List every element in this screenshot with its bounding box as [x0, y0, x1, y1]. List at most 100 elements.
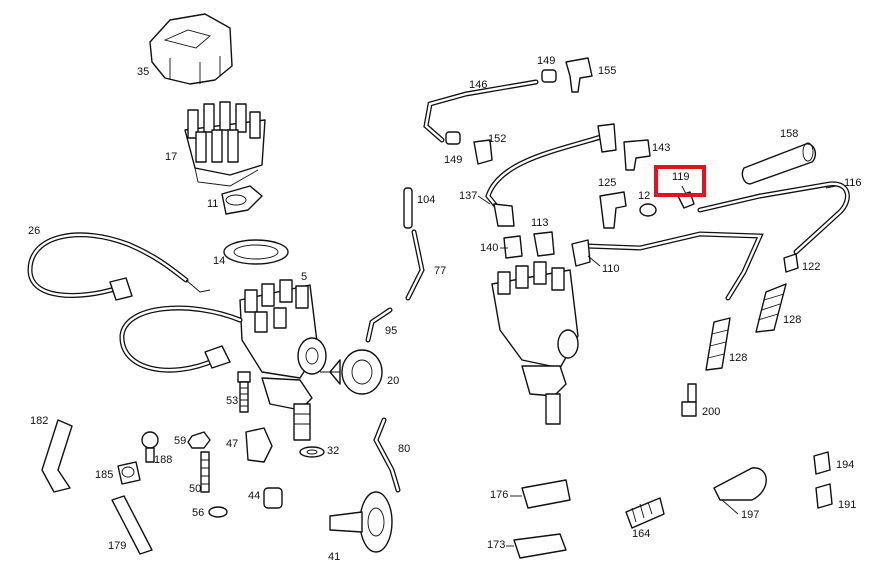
- label-128-lower: 128: [729, 352, 747, 364]
- label-53: 53: [226, 395, 238, 407]
- label-77: 77: [434, 265, 446, 277]
- part-104-hose: [403, 187, 413, 229]
- part-149-fitting-top: [541, 69, 557, 83]
- label-149-top: 149: [537, 55, 555, 67]
- label-128-upper: 128: [783, 314, 801, 326]
- label-59: 59: [174, 435, 186, 447]
- label-188: 188: [154, 454, 172, 466]
- part-41-drive-gear: [329, 491, 393, 553]
- label-56: 56: [192, 507, 204, 519]
- part-110-lead: [571, 231, 764, 301]
- label-173: 173: [487, 539, 505, 551]
- label-164: 164: [632, 528, 650, 540]
- label-41: 41: [328, 551, 340, 563]
- label-176: 176: [490, 489, 508, 501]
- part-5-distributor: [239, 279, 327, 441]
- part-194-clip: [813, 451, 831, 475]
- label-14: 14: [213, 255, 225, 267]
- part-182-bracket: [41, 419, 73, 493]
- label-155: 155: [598, 65, 616, 77]
- label-158: 158: [780, 128, 798, 140]
- label-146: 146: [469, 79, 487, 91]
- part-125-connector: [599, 191, 627, 229]
- part-80-hose: [373, 417, 401, 493]
- label-110: 110: [602, 263, 620, 275]
- leader-lines: [477, 185, 837, 547]
- part-143-elbow: [623, 139, 651, 171]
- part-179-bracket: [111, 495, 153, 555]
- part-128-plug-connector-upper: [755, 283, 787, 333]
- part-20-vacuum-unit: [320, 349, 383, 395]
- label-44: 44: [248, 490, 260, 502]
- part-47-clamp: [245, 427, 273, 463]
- label-26: 26: [28, 225, 40, 237]
- part-128-plug-connector-lower: [705, 317, 731, 371]
- label-197: 197: [741, 509, 759, 521]
- part-173-bracket: [513, 533, 567, 559]
- part-95-hose: [365, 307, 393, 343]
- part-176-clip: [521, 479, 571, 509]
- distributor-assembly-right: [491, 261, 579, 425]
- part-50-stud: [200, 451, 210, 493]
- label-116: 116: [844, 177, 862, 189]
- part-11-rotor: [221, 185, 263, 215]
- part-191-clip: [815, 483, 833, 509]
- part-197-cable-tie: [713, 467, 767, 501]
- label-80: 80: [398, 443, 410, 455]
- label-20: 20: [387, 375, 399, 387]
- label-194: 194: [836, 459, 854, 471]
- label-119: 119: [672, 171, 690, 183]
- label-5: 5: [301, 271, 307, 283]
- part-77-hose: [405, 229, 425, 301]
- label-12: 12: [638, 190, 650, 202]
- part-122-seal: [783, 253, 799, 273]
- part-137-ignition-lead: [485, 123, 617, 227]
- label-122: 122: [802, 261, 820, 273]
- part-149-fitting-lower: [445, 131, 461, 145]
- label-104: 104: [417, 194, 435, 206]
- label-95: 95: [385, 325, 397, 337]
- part-116-lead: [697, 181, 850, 255]
- label-11: 11: [207, 198, 218, 210]
- part-labels: 35 17 11 14 5 26 104 77 95 20 53 32 80 5…: [28, 55, 862, 563]
- part-158-tube: [741, 142, 817, 185]
- part-146-vacuum-line: [423, 79, 539, 143]
- label-50: 50: [189, 483, 201, 495]
- part-113-connector: [533, 231, 555, 257]
- part-140-connector: [503, 235, 523, 259]
- part-56-washer: [208, 506, 228, 518]
- part-188-bolt: [141, 431, 159, 463]
- label-32: 32: [327, 445, 339, 457]
- part-17-distributor-cap: [184, 101, 266, 187]
- label-179: 179: [108, 540, 126, 552]
- label-35: 35: [137, 66, 149, 78]
- label-143: 143: [652, 142, 670, 154]
- label-191: 191: [838, 499, 856, 511]
- part-185-clip: [117, 461, 141, 485]
- part-26-coil-wire: [27, 232, 211, 301]
- part-59-nut: [187, 431, 211, 449]
- part-12-sleeve: [639, 203, 657, 217]
- part-32-washer: [299, 446, 325, 458]
- distributor-lead-wire: [119, 305, 243, 373]
- label-182: 182: [30, 415, 48, 427]
- label-137: 137: [459, 190, 477, 202]
- part-164-holder: [625, 497, 665, 529]
- label-125: 125: [598, 177, 616, 189]
- label-200: 200: [702, 406, 720, 418]
- label-17: 17: [165, 151, 177, 163]
- part-200-spark-plug: [681, 383, 697, 417]
- label-149-lower: 149: [444, 154, 462, 166]
- label-47: 47: [226, 438, 238, 450]
- part-155-elbow: [565, 57, 593, 93]
- part-44-sleeve: [263, 487, 283, 509]
- part-53-bolt: [237, 371, 251, 413]
- label-185: 185: [95, 469, 113, 481]
- label-152: 152: [488, 133, 506, 145]
- part-152-elbow: [473, 139, 493, 165]
- highlight-box-119: [654, 165, 706, 197]
- label-140: 140: [480, 242, 498, 254]
- part-14-seal-ring: [223, 239, 289, 265]
- label-113: 113: [531, 217, 549, 229]
